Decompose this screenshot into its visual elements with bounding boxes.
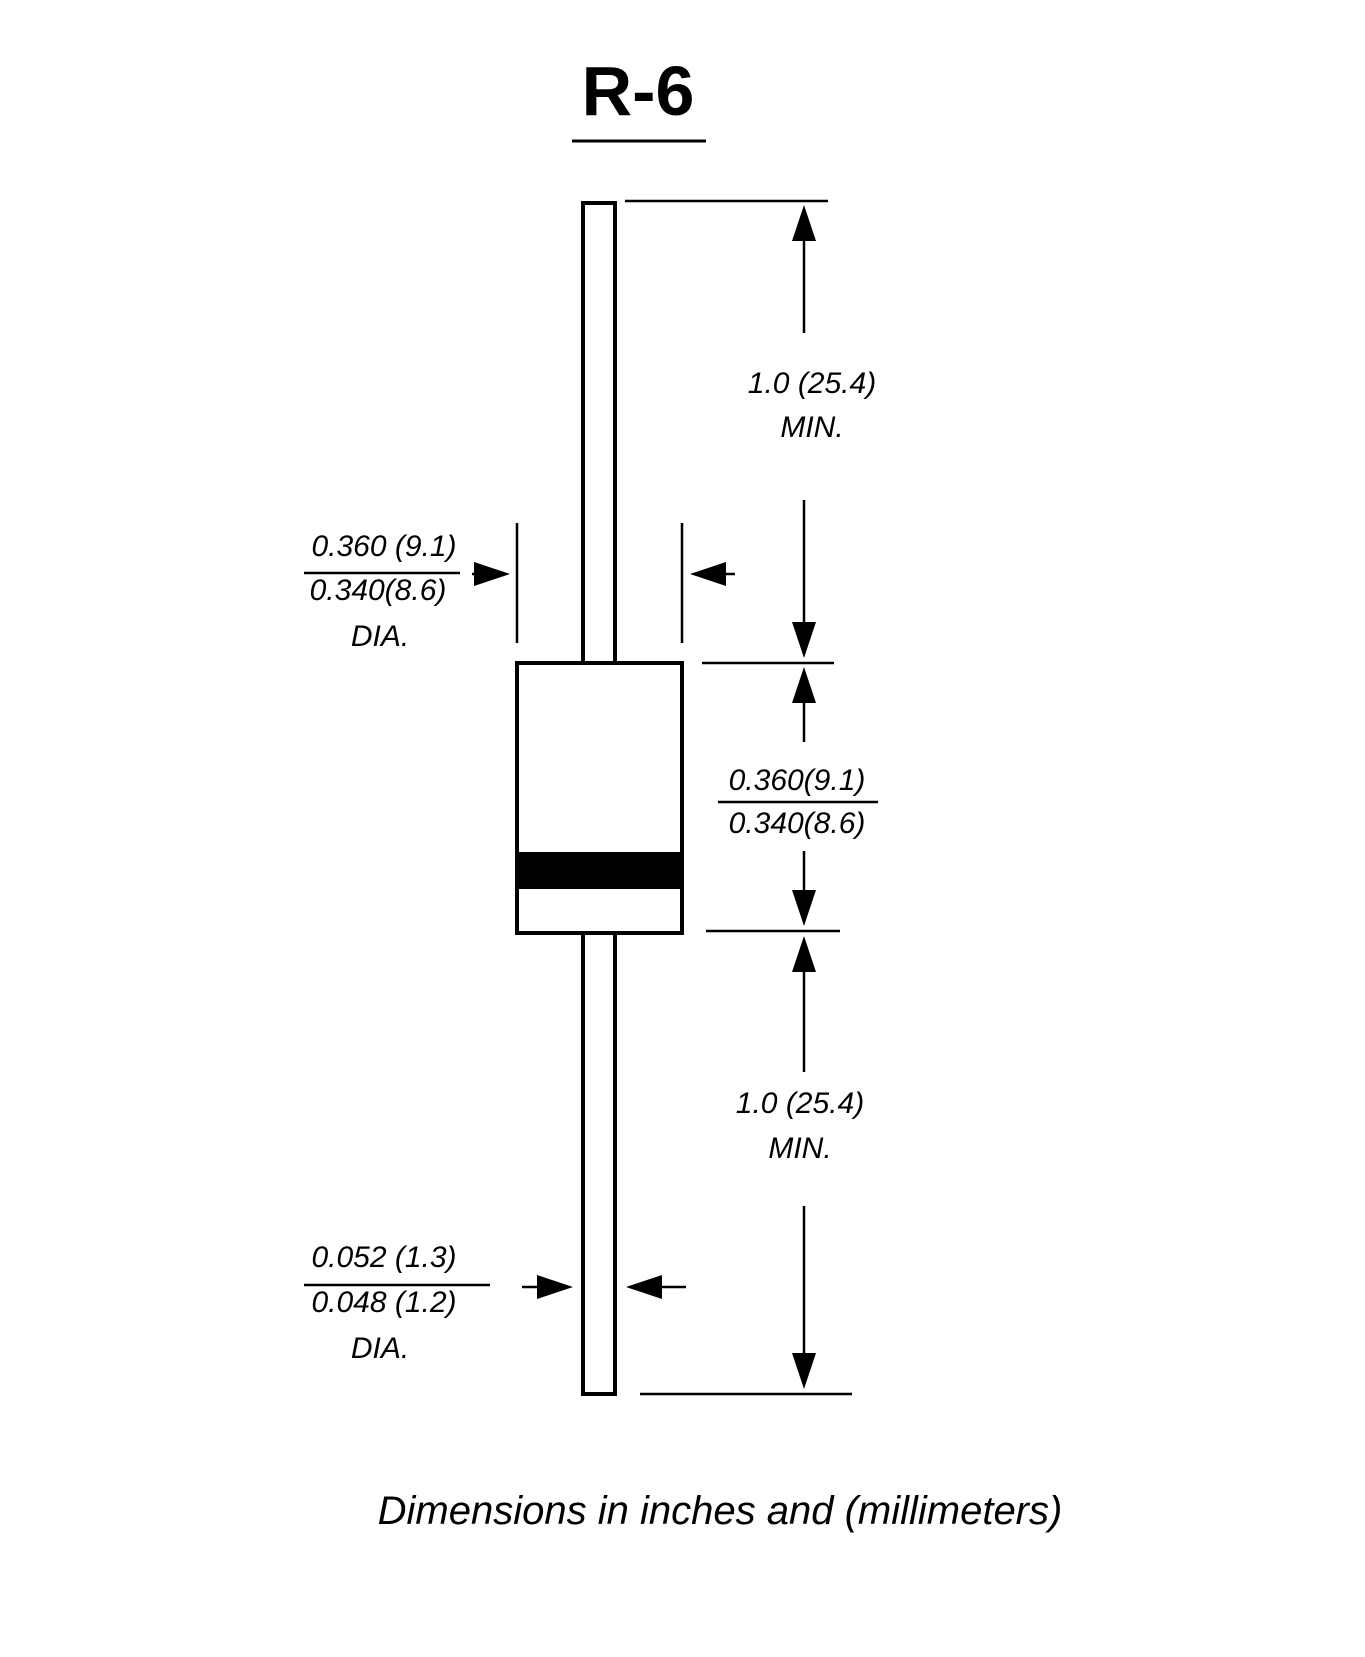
body-diameter-min: 0.340(8.6) <box>310 574 447 607</box>
arrow-left-icon <box>690 562 726 586</box>
arrow-up-icon <box>792 667 816 703</box>
top-lead-length-note: MIN. <box>780 411 843 444</box>
arrow-right-icon <box>474 562 510 586</box>
units-footnote: Dimensions in inches and (millimeters) <box>378 1489 1063 1533</box>
arrow-left-icon <box>626 1275 662 1299</box>
cathode-band <box>517 852 682 889</box>
arrow-up-icon <box>792 205 816 241</box>
arrow-down-icon <box>792 890 816 926</box>
body-length-max: 0.360(9.1) <box>729 764 866 797</box>
bottom-lead <box>581 929 617 1396</box>
lead-diameter-note: DIA. <box>351 1332 409 1365</box>
arrow-up-icon <box>792 936 816 972</box>
package-title: R-6 <box>582 52 695 130</box>
bottom-lead-length-note: MIN. <box>768 1132 831 1165</box>
lead-diameter-max: 0.052 (1.3) <box>311 1241 456 1274</box>
lead-diameter-min: 0.048 (1.2) <box>311 1286 456 1319</box>
body-diameter-note: DIA. <box>351 620 409 653</box>
diode-body <box>515 661 684 935</box>
arrow-down-icon <box>792 622 816 658</box>
arrow-right-icon <box>537 1275 573 1299</box>
top-lead-length-value: 1.0 (25.4) <box>748 367 876 400</box>
body-length-min: 0.340(8.6) <box>729 807 866 840</box>
body-diameter-max: 0.360 (9.1) <box>311 530 456 563</box>
arrow-down-icon <box>792 1353 816 1389</box>
top-lead <box>581 201 617 667</box>
bottom-lead-length-value: 1.0 (25.4) <box>736 1087 864 1120</box>
